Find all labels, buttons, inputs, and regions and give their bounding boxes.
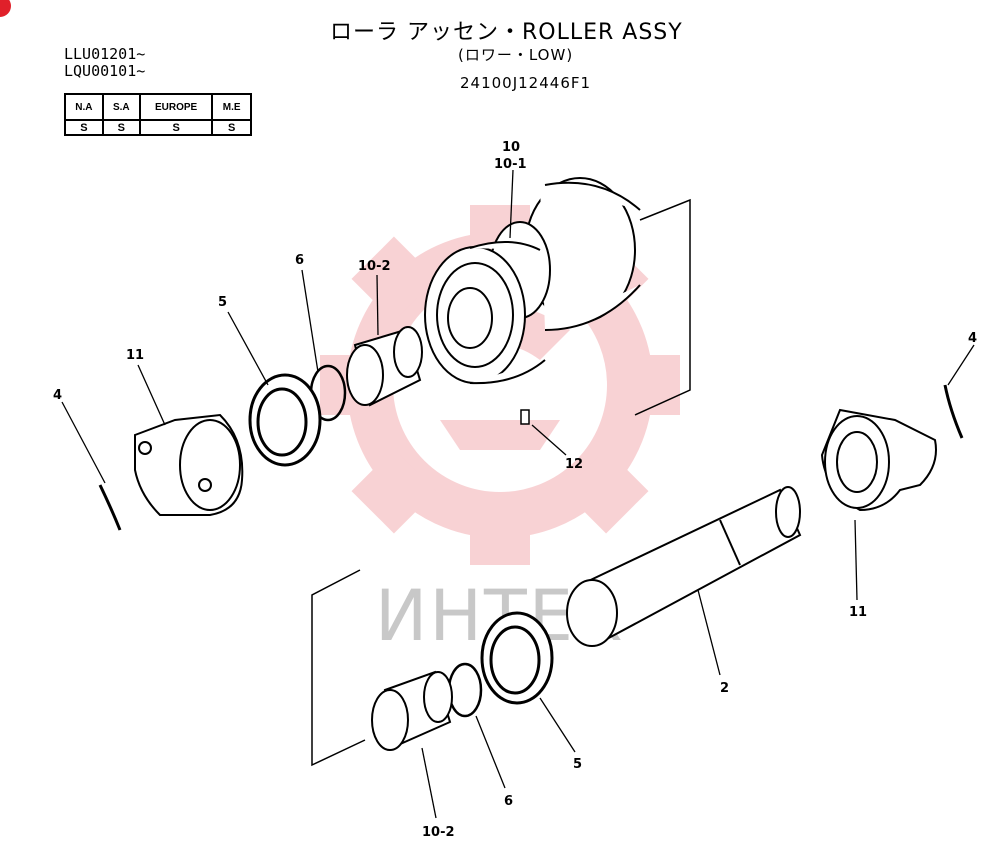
- callout-10: 10: [502, 140, 520, 155]
- seal-top: [248, 373, 322, 467]
- roller-body: [424, 177, 641, 385]
- callout-10-2-bottom: 10-2: [422, 825, 455, 840]
- leader-lines: [61, 169, 975, 819]
- callout-12: 12: [565, 457, 583, 472]
- plug-part: [520, 409, 530, 425]
- region-europe: EUROPE: [138, 93, 214, 121]
- value-me: S: [211, 119, 252, 136]
- frame-lines: [311, 198, 691, 767]
- page-subtitle: (ロワー・LOW): [458, 46, 574, 64]
- callout-10-2-top: 10-2: [358, 259, 391, 274]
- collar-right: [820, 408, 937, 512]
- snap-ring-bottom: [447, 662, 483, 718]
- serial-line-2: LQU00101~: [64, 62, 146, 80]
- region-na: N.A: [64, 93, 104, 121]
- callout-11-left: 11: [126, 348, 144, 363]
- callout-6-bottom: 6: [504, 794, 513, 809]
- applicability-value-row: S S S S: [64, 119, 252, 136]
- shaft: [566, 486, 802, 647]
- serial-line-1: LLU01201~: [64, 45, 146, 63]
- callout-4-left: 4: [53, 388, 62, 403]
- callout-4-right: 4: [968, 331, 977, 346]
- callout-2: 2: [720, 681, 729, 696]
- callout-11-right: 11: [849, 605, 867, 620]
- applicability-header-row: N.A S.A EUROPE M.E: [64, 93, 252, 121]
- applicability-table: N.A S.A EUROPE M.E S S S S: [64, 93, 252, 136]
- value-sa: S: [101, 119, 141, 136]
- ring-left: [98, 484, 122, 531]
- region-sa: S.A: [101, 93, 141, 121]
- ring-right: [943, 384, 964, 439]
- page-title: ローラ アッセン・ROLLER ASSY: [330, 20, 683, 45]
- corner-marker: [0, 0, 11, 17]
- seal-bottom: [480, 611, 554, 705]
- callout-10-1: 10-1: [494, 157, 527, 172]
- bushing-bottom: [371, 670, 453, 751]
- callout-6-top: 6: [295, 253, 304, 268]
- collar-left: [134, 413, 244, 516]
- value-na: S: [64, 119, 104, 136]
- value-europe: S: [138, 119, 214, 136]
- callout-5-top: 5: [218, 295, 227, 310]
- callout-5-bottom: 5: [573, 757, 582, 772]
- part-number: 24100J12446F1: [460, 74, 592, 92]
- region-me: M.E: [211, 93, 252, 121]
- serial-list: LLU01201~ LQU00101~: [64, 46, 145, 80]
- bushing-top: [346, 326, 423, 407]
